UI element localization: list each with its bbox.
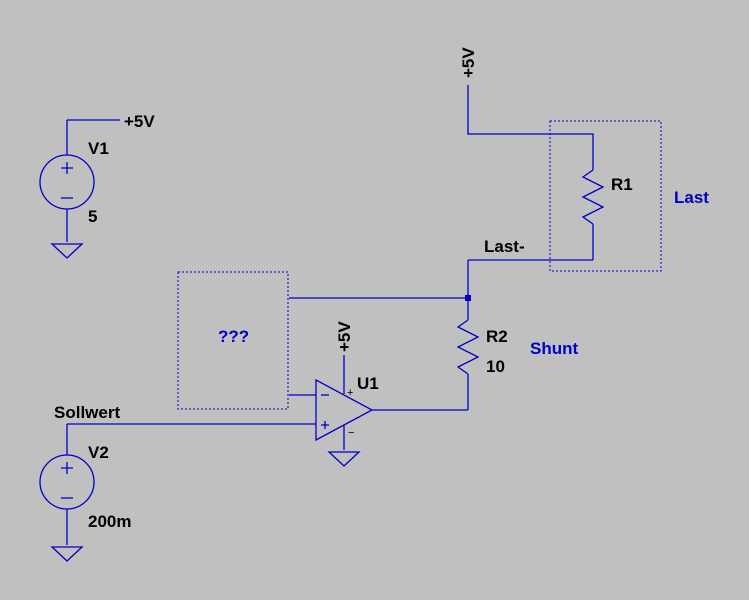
opamp-u1[interactable] [315,355,468,450]
ground-symbol-v1 [50,243,84,259]
last-block-box[interactable] [549,120,662,272]
sollwert-net-label: Sollwert [54,403,120,422]
ground-symbol-v2 [50,546,84,562]
resistor-r2[interactable] [456,260,480,410]
shunt-label: Shunt [530,339,578,358]
u1-name: U1 [357,374,379,393]
v1-net-label: +5V [124,112,155,131]
v1-name: V1 [88,139,109,158]
voltage-source-v1[interactable] [39,119,120,242]
voltage-source-v2[interactable] [39,424,95,545]
resistor-r1[interactable] [581,169,605,260]
v1-value: 5 [88,207,97,226]
ground-symbol-u1 [327,451,361,467]
r1-name: R1 [611,175,633,194]
last-minus-label: Last- [484,237,525,256]
v2-value: 200m [88,512,131,531]
top-supply-label: +5V [459,47,478,78]
unknown-block-label: ??? [218,327,249,346]
u1-vminus-mark: − [348,427,354,439]
v2-name: V2 [88,443,109,462]
u1-vplus-mark: + [347,387,353,399]
r2-name: R2 [486,327,508,346]
u1-supply-label: +5V [335,321,354,352]
unknown-block-box[interactable] [177,271,289,410]
supply-wire-r1[interactable] [467,85,594,170]
r2-value: 10 [486,357,505,376]
last-block-label: Last [674,188,709,207]
